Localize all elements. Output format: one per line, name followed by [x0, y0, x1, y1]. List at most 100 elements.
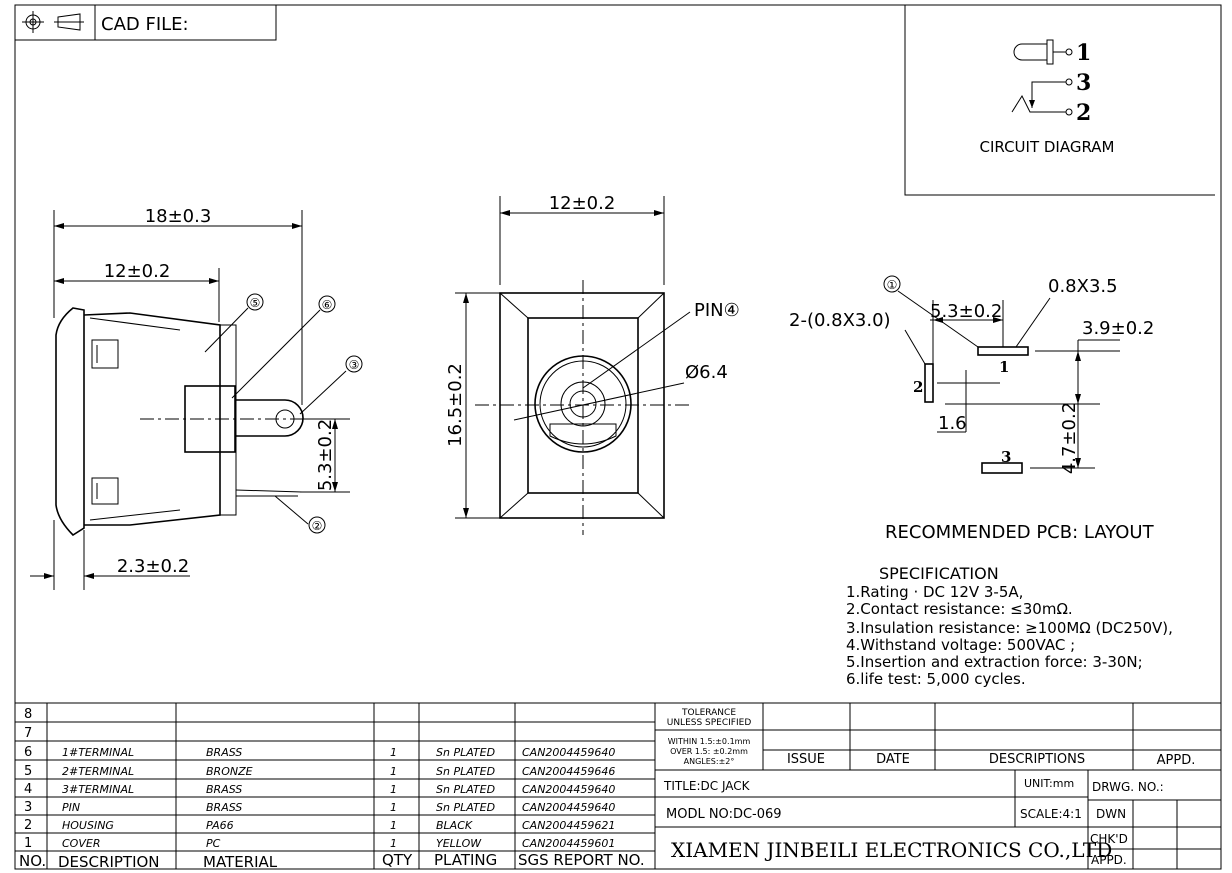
bom-cell-qty: 1: [390, 783, 397, 796]
bom-cell-description: 3#TERMINAL: [62, 783, 134, 796]
bom-cell-material: BRASS: [206, 746, 242, 759]
bom-cell-qty: 1: [390, 837, 397, 850]
date-header: DATE: [876, 752, 910, 767]
pin-4-label: PIN④: [694, 300, 740, 321]
bom-cell-description: 2#TERMINAL: [62, 765, 134, 778]
circuit-symbol-icon: [1011, 39, 1073, 116]
issue-header: ISSUE: [787, 752, 825, 767]
bom-cell-no: 5: [24, 764, 32, 779]
dim-pin-offset: 5.3±0.2: [315, 419, 336, 491]
projection-symbol-icon: [22, 11, 84, 33]
bom-header-sgs: SGS REPORT NO.: [518, 851, 645, 869]
bom-cell-plating: Sn PLATED: [436, 783, 495, 796]
pcb-slot-b: 2-(0.8X3.0): [789, 310, 891, 331]
bom-cell-qty: 1: [390, 801, 397, 814]
bom-cell-sgs: CAN2004459640: [522, 801, 615, 814]
side-view-drawing: 5.3±0.2: [30, 210, 363, 590]
unit-label: UNIT:mm: [1024, 777, 1074, 790]
bom-cell-description: 1#TERMINAL: [62, 746, 134, 759]
bom-cell-no: 2: [24, 818, 32, 833]
header-box: CAD FILE:: [14, 4, 277, 41]
drawing-title: TITLE:DC JACK: [663, 779, 751, 793]
bom-cell-no: 7: [24, 726, 32, 741]
bom-header-no: NO.: [19, 852, 46, 870]
title-block: [655, 703, 1221, 869]
pcb-layout-drawing: [883, 275, 1120, 474]
spec-line: 6.life test: 5,000 cycles.: [846, 670, 1026, 688]
bom-cell-sgs: CAN2004459646: [522, 765, 615, 778]
bom-header-material: MATERIAL: [203, 853, 278, 871]
diameter-label: Ø6.4: [685, 362, 728, 383]
pcb-dim-5-3: 5.3±0.2: [930, 301, 1002, 322]
bom-cell-plating: Sn PLATED: [436, 801, 495, 814]
bom-cell-description: COVER: [62, 837, 100, 850]
bom-cell-no: 1: [24, 836, 32, 851]
callout-5: ⑤: [250, 296, 261, 310]
pcb-pad-3-label: 3: [1001, 448, 1011, 466]
bom-cell-qty: 1: [390, 819, 397, 832]
bom-cell-material: PC: [206, 837, 221, 850]
circuit-diagram-panel: 1 3 2 CIRCUIT DIAGRAM: [904, 5, 1215, 196]
dim-flange: 2.3±0.2: [117, 556, 189, 577]
circuit-pin-1: 1: [1076, 40, 1091, 66]
bom-cell-material: BRASS: [206, 801, 242, 814]
bom-cell-no: 4: [24, 782, 32, 797]
callout-3: ③: [349, 358, 360, 372]
pcb-callout-1: ①: [887, 278, 898, 292]
pcb-pad-2: [924, 363, 934, 403]
bom-cell-plating: YELLOW: [436, 837, 482, 850]
circuit-pin-2: 2: [1076, 100, 1091, 126]
sheet-border: [14, 4, 1222, 870]
dim-front-height: 16.5±0.2: [445, 363, 466, 447]
spec-line: 3.Insulation resistance: ≥100MΩ (DC250V)…: [846, 619, 1173, 637]
callout-2: ②: [312, 519, 323, 533]
bom-cell-no: 3: [24, 800, 32, 815]
tolerance-over: OVER 1.5: ±0.2mm: [670, 747, 748, 756]
bom-cell-no: 6: [24, 745, 32, 760]
bom-cell-description: HOUSING: [62, 819, 114, 832]
company-name: XIAMEN JINBEILI ELECTRONICS CO.,LTD: [671, 838, 1112, 862]
pcb-layout-title: RECOMMENDED PCB: LAYOUT: [885, 522, 1155, 543]
bom-cell-sgs: CAN2004459640: [522, 746, 615, 759]
model-number: MODL NO:DC-069: [666, 807, 782, 822]
bom-cell-sgs: CAN2004459621: [522, 819, 615, 832]
bom-cell-description: PIN: [62, 801, 80, 814]
front-view-drawing: [455, 196, 691, 535]
scale-label: SCALE:4:1: [1020, 807, 1082, 821]
pcb-dim-3-9: 3.9±0.2: [1082, 318, 1154, 339]
tolerance-within: WITHIN 1.5:±0.1mm: [668, 737, 751, 746]
bom-cell-material: BRASS: [206, 783, 242, 796]
pcb-pad-1-label: 1: [999, 358, 1009, 376]
spec-title: SPECIFICATION: [879, 564, 999, 583]
spec-line: 5.Insertion and extraction force: 3-30N;: [846, 653, 1143, 671]
chkd-label: CHK'D: [1090, 832, 1128, 846]
bom-cell-plating: BLACK: [436, 819, 473, 832]
bom-cell-material: PA66: [206, 819, 234, 832]
dim-total-length: 18±0.3: [145, 206, 212, 227]
bom-table: [15, 702, 1221, 869]
spec-line: 4.Withstand voltage: 500VAC ;: [846, 636, 1075, 654]
bom-rows: 8 7 6 1#TERMINAL BRASS 1 Sn PLATED CAN200445964…: [24, 707, 615, 851]
pcb-dim-1-6: 1.6: [938, 413, 967, 434]
appd-header: APPD.: [1157, 753, 1196, 768]
tolerance-angles: ANGLES:±2°: [684, 757, 735, 766]
circuit-pin-3: 3: [1076, 70, 1091, 96]
dwn-label: DWN: [1096, 807, 1126, 821]
bom-cell-qty: 1: [390, 765, 397, 778]
bom-header-plating: PLATING: [434, 851, 497, 869]
bom-header-description: DESCRIPTION: [58, 853, 160, 871]
drawing-number-label: DRWG. NO.:: [1092, 780, 1164, 794]
specification-block: SPECIFICATION 1.Rating · DC 12V 3-5A, 2.…: [846, 564, 1173, 688]
spec-line: 1.Rating · DC 12V 3-5A,: [846, 583, 1023, 601]
bom-cell-sgs: CAN2004459601: [522, 837, 615, 850]
bom-cell-material: BRONZE: [206, 765, 253, 778]
bom-cell-plating: Sn PLATED: [436, 765, 495, 778]
pcb-pad-1: [977, 346, 1029, 356]
bom-header-row: NO. DESCRIPTION MATERIAL QTY PLATING SGS…: [19, 851, 645, 871]
bom-cell-no: 8: [24, 707, 32, 722]
bom-cell-qty: 1: [390, 746, 397, 759]
descriptions-header: DESCRIPTIONS: [989, 752, 1085, 767]
pcb-pad-2-label: 2: [913, 378, 923, 396]
bom-header-qty: QTY: [382, 851, 413, 869]
